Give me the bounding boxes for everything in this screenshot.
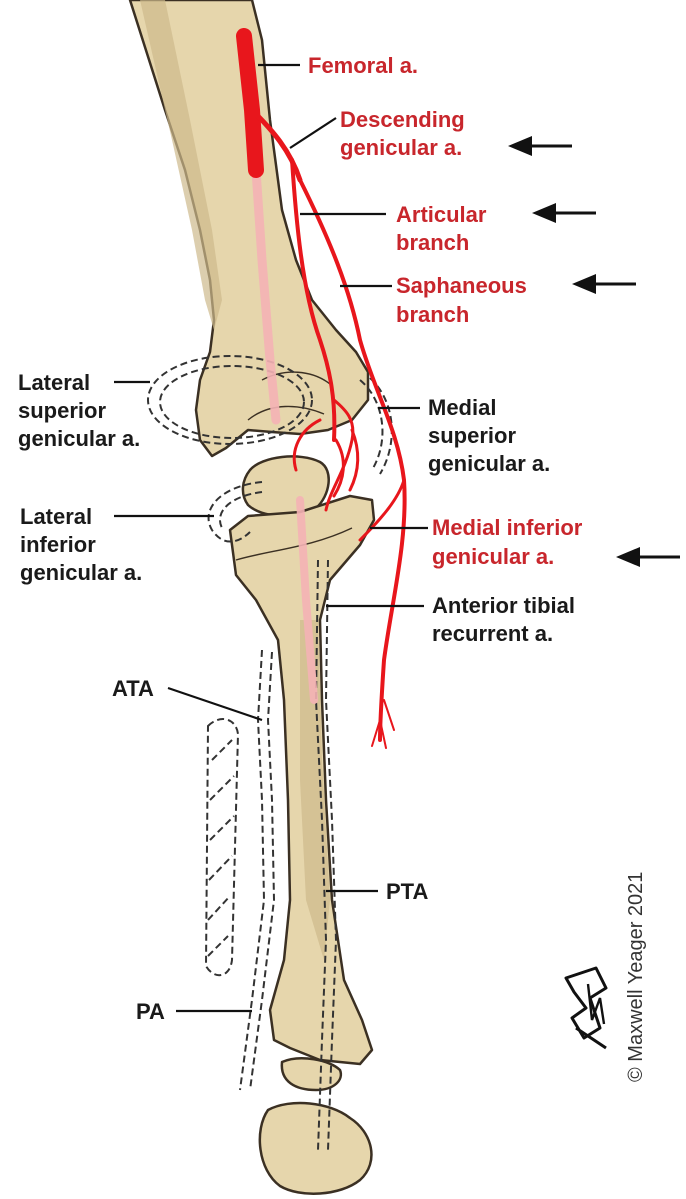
ata-leader <box>168 688 262 720</box>
arrow-medial-inferior <box>616 547 680 567</box>
foot-fragment <box>260 1103 372 1194</box>
label-pta: PTA <box>386 879 428 904</box>
label-lateral-superior-line3: genicular a. <box>18 426 140 451</box>
label-anterior-tibial-line2: recurrent a. <box>432 621 553 646</box>
label-femoral: Femoral a. <box>308 53 418 78</box>
descending-leader <box>290 118 336 148</box>
label-lateral-inferior-line3: genicular a. <box>20 560 142 585</box>
label-descending-line2: genicular a. <box>340 135 462 160</box>
label-saphaneous-line2: branch <box>396 302 469 327</box>
label-lateral-superior-line2: superior <box>18 398 106 423</box>
label-medial-inferior-line1: Medial inferior <box>432 515 583 540</box>
label-lateral-inferior-line1: Lateral <box>20 504 92 529</box>
label-ata: ATA <box>112 676 154 701</box>
label-lateral-superior-line1: Lateral <box>18 370 90 395</box>
arrow-articular <box>532 203 596 223</box>
label-medial-superior-line3: genicular a. <box>428 451 550 476</box>
medial-superior-dash-2 <box>370 378 392 474</box>
talus-fragment <box>282 1058 341 1090</box>
label-lateral-inferior-line2: inferior <box>20 532 96 557</box>
fibula-hatch <box>208 740 234 956</box>
label-saphaneous-line1: Saphaneous <box>396 273 527 298</box>
bones <box>130 0 374 1194</box>
label-descending-line1: Descending <box>340 107 465 132</box>
arrows <box>508 136 680 567</box>
label-anterior-tibial-line1: Anterior tibial <box>432 593 575 618</box>
label-articular-line1: Articular <box>396 202 487 227</box>
fibula-outline <box>206 719 238 975</box>
artist-signature-logo <box>566 968 606 1048</box>
label-articular-line2: branch <box>396 230 469 255</box>
copyright-text: © Maxwell Yeager 2021 <box>625 872 647 1082</box>
label-medial-inferior-line2: genicular a. <box>432 544 554 569</box>
label-medial-superior-line2: superior <box>428 423 516 448</box>
arrow-descending <box>508 136 572 156</box>
label-pa: PA <box>136 999 165 1024</box>
label-medial-superior-line1: Medial <box>428 395 496 420</box>
arrow-saphaneous <box>572 274 636 294</box>
